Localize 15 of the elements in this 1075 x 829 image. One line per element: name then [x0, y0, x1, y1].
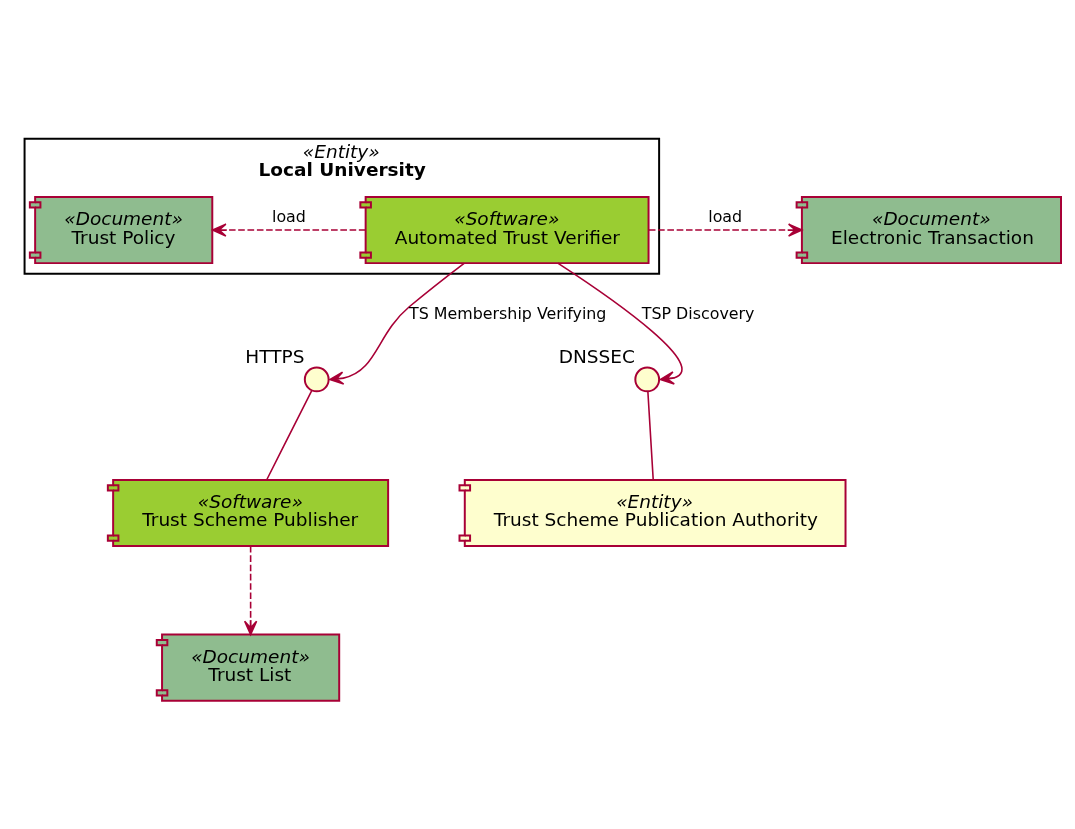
node-label: HTTPS — [245, 345, 305, 367]
edge-label: TS Membership Verifying — [409, 304, 607, 324]
node-circle — [303, 366, 330, 393]
arrow — [557, 262, 683, 385]
arrow — [329, 262, 465, 385]
node-label: DNSSEC — [558, 345, 635, 367]
edge-label: load — [272, 206, 306, 226]
connector — [265, 389, 313, 481]
edge-label: load — [708, 206, 743, 226]
arrow — [211, 223, 367, 237]
connector — [647, 390, 654, 481]
arrow — [243, 545, 258, 636]
edge-label: TSP Discovery — [641, 304, 755, 324]
node-circle — [634, 366, 661, 393]
arrow — [648, 223, 803, 237]
